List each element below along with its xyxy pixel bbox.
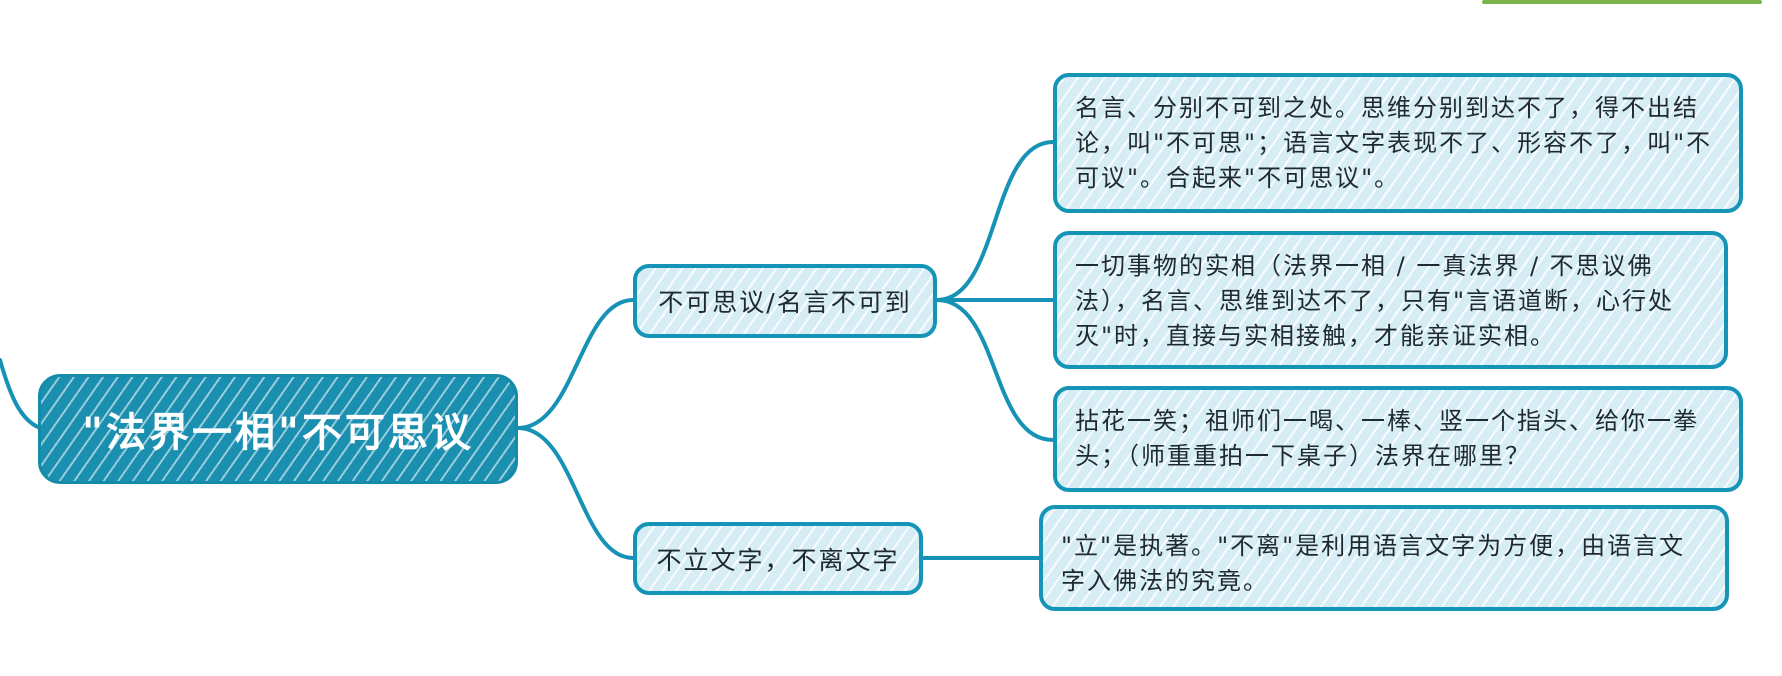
branch-topic-1[interactable]: 不可思议/名言不可到 bbox=[633, 264, 937, 338]
link-mid1-to-leaf3 bbox=[935, 298, 1055, 442]
top-edge-decoration bbox=[1482, 0, 1762, 4]
branch-topic-2[interactable]: 不立文字，不离文字 bbox=[633, 522, 923, 595]
subtopic-2-1[interactable]: "立"是执著。"不离"是利用语言文字为方便，由语言文字入佛法的究竟。 bbox=[1039, 505, 1729, 611]
subtopic-2-1-text: "立"是执著。"不离"是利用语言文字为方便，由语言文字入佛法的究竟。 bbox=[1061, 532, 1686, 595]
branch-topic-1-label: 不可思议/名言不可到 bbox=[658, 288, 912, 317]
subtopic-1-1-text: 名言、分别不可到之处。思维分别到达不了，得不出结论，叫"不可思"；语言文字表现不… bbox=[1075, 94, 1713, 192]
subtopic-1-3-text: 拈花一笑；祖师们一喝、一棒、竖一个指头、给你一拳头；（师重重拍一下桌子）法界在哪… bbox=[1075, 407, 1699, 470]
root-topic[interactable]: "法界一相"不可思议 bbox=[38, 374, 518, 484]
link-root-to-mid1 bbox=[516, 298, 635, 430]
subtopic-1-2[interactable]: 一切事物的实相（法界一相 / 一真法界 / 不思议佛法），名言、思维到达不了，只… bbox=[1053, 231, 1728, 369]
root-topic-label: "法界一相"不可思议 bbox=[82, 410, 474, 456]
subtopic-1-2-text: 一切事物的实相（法界一相 / 一真法界 / 不思议佛法），名言、思维到达不了，只… bbox=[1075, 252, 1675, 350]
link-root-to-mid2 bbox=[516, 426, 635, 560]
subtopic-1-1[interactable]: 名言、分别不可到之处。思维分别到达不了，得不出结论，叫"不可思"；语言文字表现不… bbox=[1053, 73, 1743, 213]
link-left-edge bbox=[0, 358, 42, 430]
subtopic-1-3[interactable]: 拈花一笑；祖师们一喝、一棒、竖一个指头、给你一拳头；（师重重拍一下桌子）法界在哪… bbox=[1053, 386, 1743, 492]
link-mid1-to-leaf1 bbox=[935, 140, 1055, 302]
branch-topic-2-label: 不立文字，不离文字 bbox=[656, 545, 900, 575]
